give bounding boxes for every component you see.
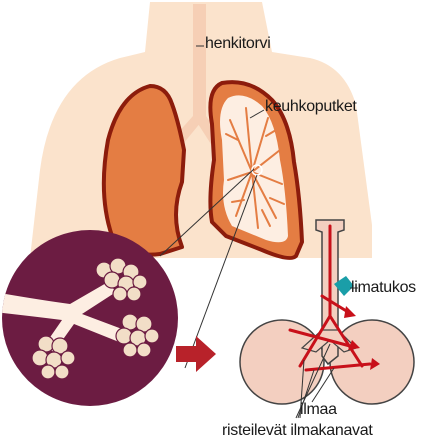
trachea-label: henkitorvi [205, 36, 270, 52]
bronchi-label: keuhkoputket [265, 99, 357, 115]
alveolar-sac-left [240, 320, 324, 404]
air-label: ilmaa [300, 402, 337, 418]
mucus-label: limatukos [351, 280, 416, 296]
collateral-channels-label: risteilevät ilmakanavat [222, 423, 373, 439]
trachea [193, 4, 206, 120]
transition-arrow [176, 336, 216, 372]
